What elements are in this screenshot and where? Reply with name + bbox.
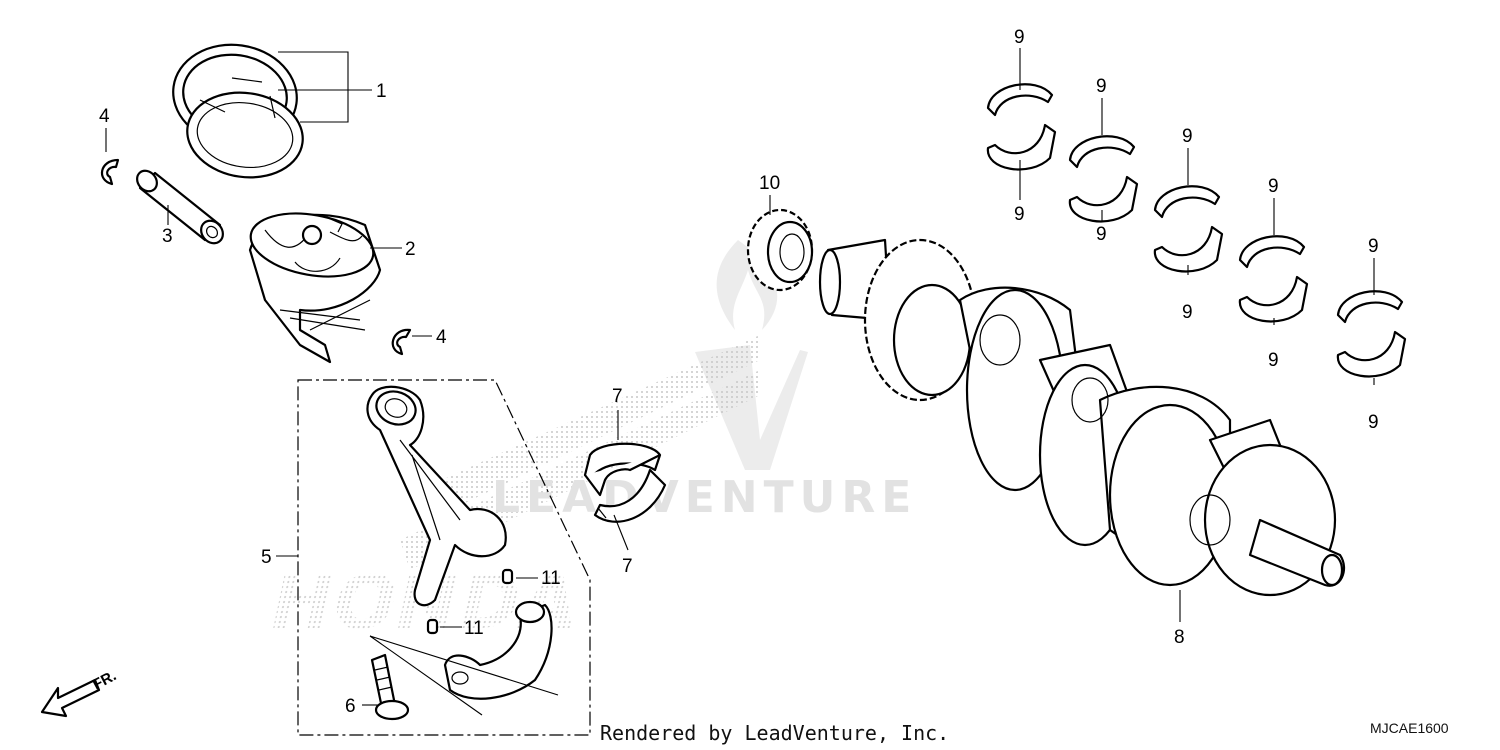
callout-4-bottom: 4: [436, 327, 447, 348]
cap-bolt-leader: [369, 635, 559, 716]
callout-11-lower: 11: [464, 618, 484, 639]
main-bearing-pair-2: [1068, 135, 1139, 223]
callout-9-pair5-top: 9: [1368, 236, 1379, 257]
crankshaft: [818, 238, 1346, 597]
callout-6: 6: [345, 696, 356, 717]
callout-9-pair3-bottom: 9: [1182, 302, 1193, 323]
callout-11-upper: 11: [541, 568, 561, 589]
primary-gear: [746, 208, 814, 292]
diagram-code: MJCAE1600: [1370, 720, 1449, 736]
main-bearing-pair-1: [986, 83, 1057, 171]
conrod-assembly-box: [297, 379, 591, 736]
callout-5: 5: [261, 547, 272, 568]
callout-9-pair4-bottom: 9: [1268, 350, 1279, 371]
callout-9-pair5-bottom: 9: [1368, 412, 1379, 433]
callout-9-pair1-bottom: 9: [1014, 204, 1025, 225]
piston-pin: [136, 169, 224, 245]
rendered-by-credit: Rendered by LeadVenture, Inc.: [600, 721, 949, 745]
callout-10: 10: [759, 173, 780, 194]
main-bearing-pair-4: [1238, 235, 1309, 323]
callout-9-pair1-top: 9: [1014, 27, 1025, 48]
callout-7-top: 7: [612, 386, 623, 407]
piston-rings: [172, 43, 304, 179]
piston-pin-clip-top: [101, 158, 120, 186]
main-bearing-pair-5: [1336, 290, 1407, 378]
callout-4-top: 4: [99, 106, 110, 127]
piston: [248, 212, 382, 364]
conrod-bearings: [583, 442, 667, 523]
callout-2: 2: [405, 239, 416, 260]
callout-9-pair3-top: 9: [1182, 126, 1193, 147]
conrod-cap: [443, 600, 553, 700]
dowel-pin-upper: [501, 568, 514, 585]
watermark-brand: LEADVENTURE: [492, 472, 917, 523]
callout-9-pair2-bottom: 9: [1096, 224, 1107, 245]
connecting-rod: [366, 385, 507, 607]
callout-7-bottom: 7: [622, 556, 633, 577]
main-bearing-pair-3: [1153, 185, 1224, 273]
dowel-pin-lower: [426, 618, 439, 635]
watermark: LEADVENTURE HONDA: [263, 240, 917, 646]
callout-9-pair4-top: 9: [1268, 176, 1279, 197]
callout-8: 8: [1174, 627, 1185, 648]
callout-3: 3: [162, 226, 173, 247]
callout-1: 1: [376, 81, 387, 102]
piston-pin-clip-bottom: [391, 328, 412, 356]
front-direction-arrow: FR.: [40, 667, 119, 718]
conrod-bolt: [370, 653, 410, 721]
callout-9-pair2-top: 9: [1096, 76, 1107, 97]
leader-lines: [105, 48, 1375, 706]
